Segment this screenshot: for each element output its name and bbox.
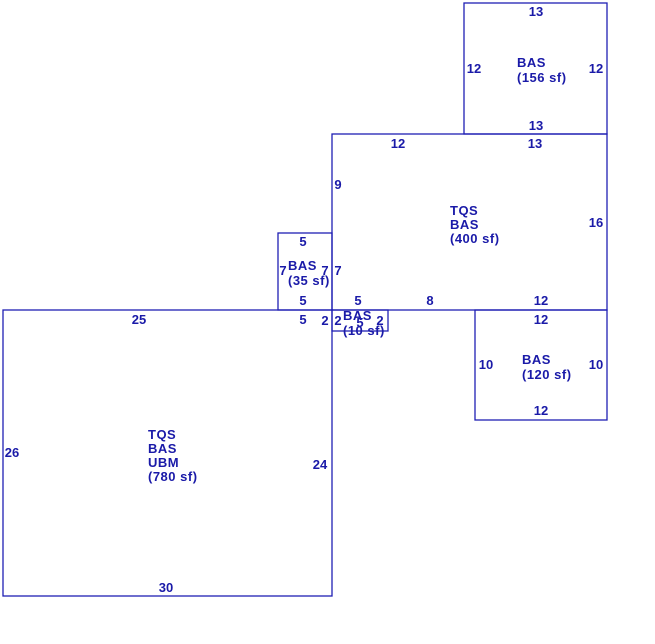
label-main-code-2: BAS <box>148 441 177 456</box>
area-main: 25 26 24 30 2 TQS BAS UBM (780 sf) <box>2 309 333 597</box>
dim-center-bottom-a: 5 <box>354 293 361 308</box>
dim-small-left-inner: 7 <box>321 263 328 278</box>
dim-small-left-bottom-inner: 5 <box>299 293 306 308</box>
area-main-outline <box>2 309 333 597</box>
dim-tiny-left: 2 <box>334 313 341 328</box>
label-tiny-area: (10 sf) <box>343 323 385 338</box>
label-center-area: (400 sf) <box>450 231 500 246</box>
dim-main-right-top: 2 <box>321 313 328 328</box>
dim-tiny-middle: 5 <box>356 315 363 330</box>
dim-main-top: 25 <box>132 312 146 327</box>
area-center: 12 13 9 16 5 8 12 TQS BAS (400 sf) <box>331 133 608 311</box>
area-right-mid: 12 10 10 12 BAS (120 sf) <box>474 309 608 421</box>
dim-center-bottom-b: 8 <box>426 293 433 308</box>
area-top-right: 13 12 12 13 BAS (156 sf) <box>463 2 608 135</box>
dim-right-mid-right: 10 <box>589 357 603 372</box>
label-right-mid-code: BAS <box>522 352 551 367</box>
label-main-code-1: TQS <box>148 427 176 442</box>
dim-top-right-right: 12 <box>589 61 603 76</box>
dim-top-right-left: 12 <box>467 61 481 76</box>
area-right-mid-outline <box>474 309 608 421</box>
dim-center-left: 9 <box>334 177 341 192</box>
dim-tiny-right: 2 <box>376 313 383 328</box>
label-main-area: (780 sf) <box>148 469 198 484</box>
dim-right-mid-top: 12 <box>534 312 548 327</box>
area-tiny: 2 5 2 BAS (10 sf) <box>331 308 389 338</box>
label-main-code-3: UBM <box>148 455 179 470</box>
area-center-outline <box>331 133 608 311</box>
dim-center-top-right: 13 <box>528 136 542 151</box>
dim-main-left: 26 <box>5 445 19 460</box>
label-top-right-code: BAS <box>517 55 546 70</box>
dim-small-left-outer: 7 <box>334 263 341 278</box>
dim-small-left-top: 5 <box>299 234 306 249</box>
label-center-code-1: TQS <box>450 203 478 218</box>
dim-main-right: 24 <box>313 457 328 472</box>
label-tiny-code: BAS <box>343 308 372 323</box>
label-small-left-code: BAS <box>288 258 317 273</box>
dim-small-left-left: 7 <box>279 263 286 278</box>
label-center-code-2: BAS <box>450 217 479 232</box>
dim-center-top-left: 12 <box>391 136 405 151</box>
label-top-right-area: (156 sf) <box>517 70 567 85</box>
dim-right-mid-bottom: 12 <box>534 403 548 418</box>
label-right-mid-area: (120 sf) <box>522 367 572 382</box>
dim-right-mid-left: 10 <box>479 357 493 372</box>
dim-main-bottom: 30 <box>159 580 173 595</box>
dim-small-left-bottom-outer: 5 <box>299 312 306 327</box>
dim-top-right-bottom: 13 <box>529 118 543 133</box>
label-small-left-area: (35 sf) <box>288 273 330 288</box>
dim-center-bottom-c: 12 <box>534 293 548 308</box>
area-small-left: 5 7 7 7 5 5 BAS (35 sf) <box>277 232 342 327</box>
dim-top-right-top: 13 <box>529 4 543 19</box>
dim-center-right: 16 <box>589 215 603 230</box>
